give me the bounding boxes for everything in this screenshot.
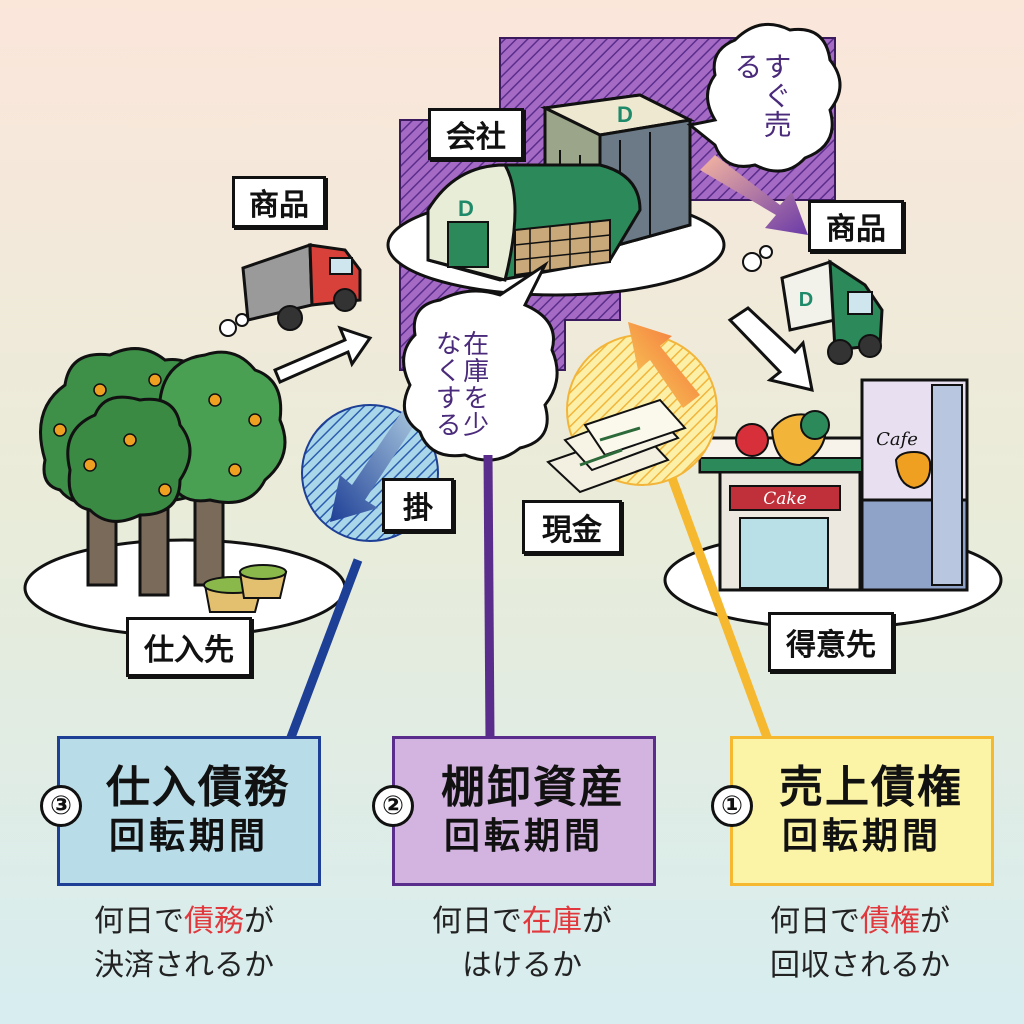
receivables-desc-line2: 回収されるか [770,947,950,983]
company-label: 会社 [428,108,524,160]
cake-shop: Cake [698,410,864,592]
building-letter: D [617,102,633,127]
inventory-description: 何日で在庫が はけるか [372,900,672,987]
inventory-card-subtitle: 回転期間 [443,815,604,857]
inventory-desc-highlight: 在庫 [522,904,582,939]
credit-label: 掛 [382,478,454,532]
inventory-desc-post: が [582,904,612,939]
receivables-desc-highlight: 債権 [860,904,920,939]
reduce-inventory-bubble [402,260,559,462]
warehouse-letter: D [458,196,474,221]
warehouse: D [426,163,642,282]
receivables-description: 何日で債権が 回収されるか [710,900,1010,987]
orchard-trees [39,347,287,597]
payables-connector-line [285,558,363,742]
payables-card: 仕入債務 回転期間 [57,736,321,886]
inventory-desc-line2: はけるか [462,947,582,983]
payables-desc-highlight: 債務 [184,904,244,939]
payables-description: 何日で債務が 決済されるか [34,900,334,987]
cash-label: 現金 [522,500,622,554]
receivables-number-badge: ① [711,785,753,827]
receivables-card-subtitle: 回転期間 [781,815,942,857]
receivables-desc-post: が [920,904,950,939]
cafe-sign: Cafe [876,429,918,450]
flow-arrow-supplier-to-company [273,325,373,384]
payables-number-badge: ③ [40,785,82,827]
inventory-card-title: 棚卸資産 [441,762,625,814]
sell-fast-text: すぐ売る [730,52,793,139]
inventory-connector-line [483,454,495,741]
cake-sign: Cake [763,489,807,509]
payables-card-subtitle: 回転期間 [108,815,269,857]
receivables-connector-line [667,476,773,742]
supplier-label: 仕入先 [126,617,252,677]
delivery-truck: D [742,245,884,365]
payables-desc-post: が [244,904,274,939]
cafe-building: Cafe [860,378,969,592]
sell-arrow [700,155,808,235]
payables-desc-pre: 何日で [94,904,184,939]
inventory-number-badge: ② [372,785,414,827]
receivables-arrow [628,322,700,408]
svg-text:D: D [799,289,813,311]
flow-arrow-truck-to-customer [727,306,814,392]
cash-bundle [546,398,687,494]
receivables-card-title: 売上債権 [779,762,963,814]
receivables-card: 売上債権 回転期間 [730,736,994,886]
supplier-truck [219,242,362,337]
receivables-desc-pre: 何日で [770,904,860,939]
goods-label-right: 商品 [808,200,904,252]
sell-fast-bubble [686,22,842,173]
reduce-inventory-text: 在庫を少なくする [431,330,489,438]
customer-label: 得意先 [768,612,894,672]
fruit-baskets [203,564,288,613]
payables-card-title: 仕入債務 [106,762,290,814]
goods-label-left: 商品 [232,176,326,228]
inventory-desc-pre: 何日で [432,904,522,939]
inventory-card: 棚卸資産 回転期間 [392,736,656,886]
payables-desc-line2: 決済されるか [94,947,274,983]
